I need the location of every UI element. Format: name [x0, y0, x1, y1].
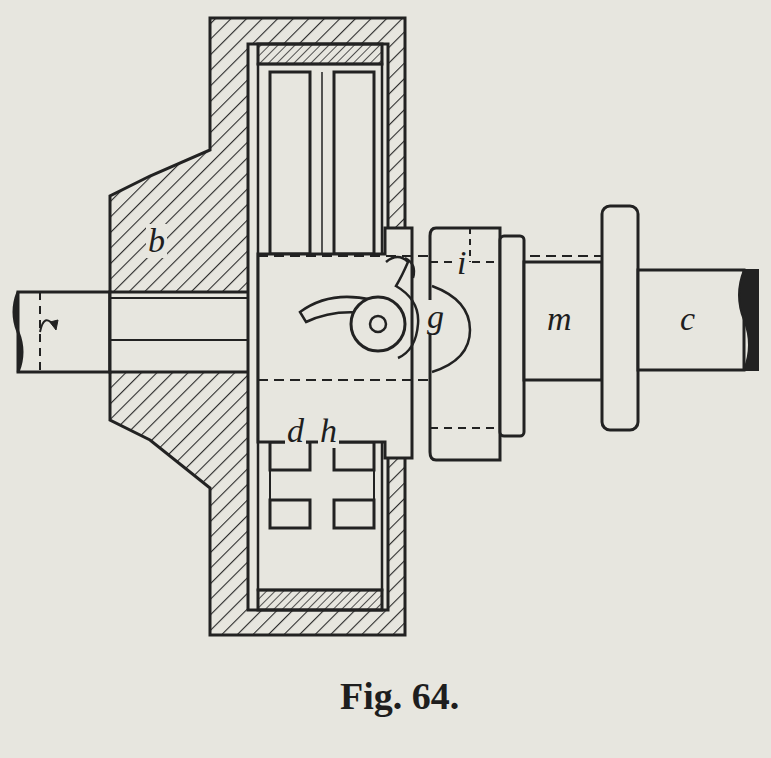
part-letter: h	[318, 414, 339, 448]
part-letter: b	[146, 224, 167, 258]
part-letter: i	[455, 246, 468, 280]
part-letter: m	[545, 302, 574, 336]
figure-caption: Fig. 64.	[340, 677, 459, 715]
part-letter: d	[285, 414, 306, 448]
part-letter: c	[678, 302, 697, 336]
part-letter: g	[425, 300, 446, 334]
